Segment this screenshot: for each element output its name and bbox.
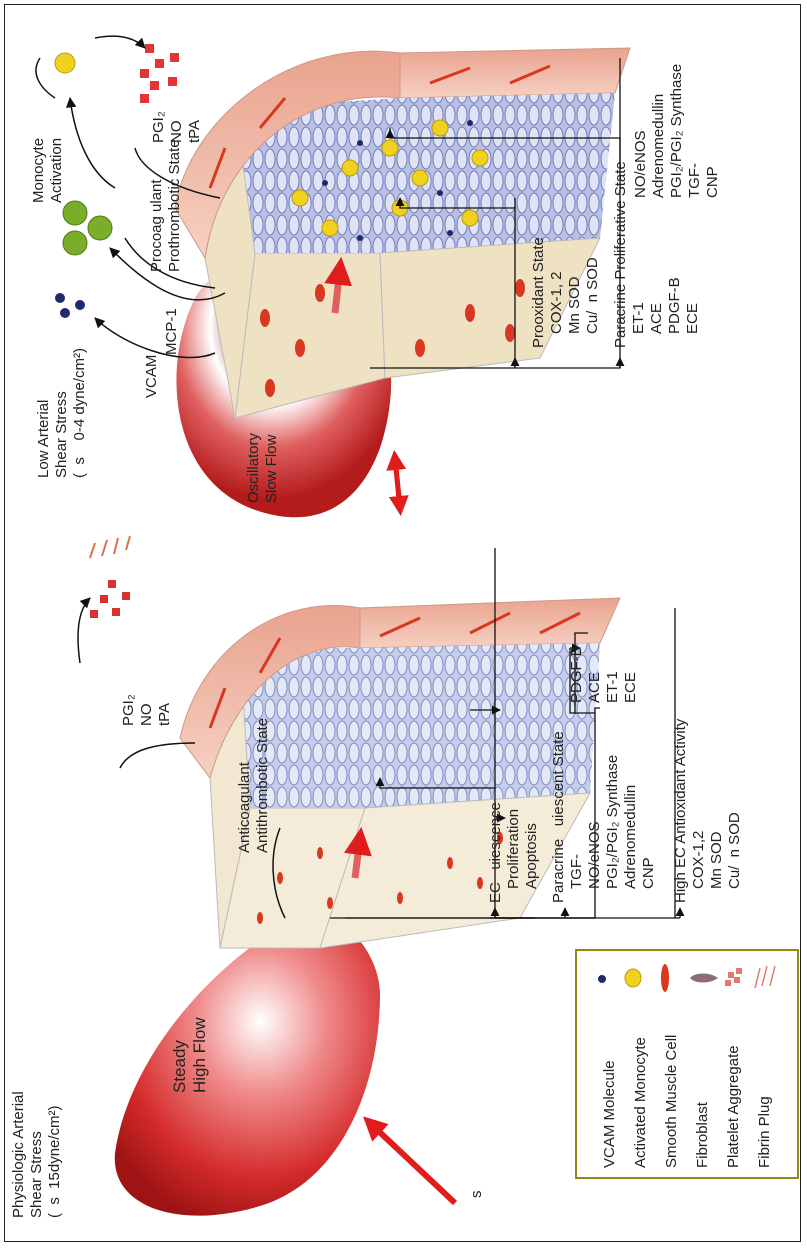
- monocyte-line2: Activation: [48, 138, 66, 203]
- left-paracrine-down-item: ET-1: [604, 646, 622, 703]
- right-released-labels: PGI₂ NO tPA: [150, 111, 204, 143]
- mcp1-label: MCP-1: [163, 308, 181, 355]
- procoagulant-label: Procoag ulant Prothrombotic State: [148, 139, 184, 272]
- right-flow-label-line2: Slow Flow: [263, 433, 281, 503]
- left-title: Physiologic Arterial Shear Stress ( s 15…: [10, 1091, 64, 1218]
- left-paracrine-up-item: Adrenomedullin: [622, 731, 640, 903]
- legend-label-fibroblast: Fibroblast: [687, 1035, 718, 1168]
- right-paracrine-down-list: NO/eNOS Adrenomedullin PGI₂/PGI₂ Synthas…: [632, 64, 722, 198]
- legend-labels: VCAM Molecule Activated Monocyte Smooth …: [594, 1035, 780, 1168]
- right-title-line2: Shear Stress: [53, 348, 71, 478]
- legend-label-smooth-muscle: Smooth Muscle Cell: [656, 1035, 687, 1168]
- right-pgi2-label: PGI₂: [150, 111, 168, 143]
- prooxidant-item: COX-1, 2: [548, 237, 566, 348]
- antioxidant-item: Cu/ n SOD: [726, 719, 744, 903]
- left-released-labels: PGI₂ NO tPA: [120, 694, 174, 726]
- right-paracrine-down-item: NO/eNOS: [632, 64, 650, 198]
- left-paracrine-up-item: NO/eNOS: [586, 731, 604, 903]
- right-paracrine-down-item: CNP: [704, 64, 722, 198]
- right-prooxidant: Prooxidant State COX-1, 2 Mn SOD Cu/ n S…: [530, 237, 602, 348]
- ec-quiescence-item: Proliferation: [505, 802, 523, 903]
- antioxidant-item: COX-1,2: [690, 719, 708, 903]
- left-paracrine-quiescent: Paracrine uiescent State TGF- NO/eNOS PG…: [550, 731, 658, 903]
- prooxidant-item: Cu/ n SOD: [584, 237, 602, 348]
- left-title-line3: ( s 15dyne/cm²): [46, 1091, 64, 1218]
- left-flow-ellipsoid: [115, 916, 380, 1215]
- left-title-line1: Physiologic Arterial: [10, 1091, 28, 1218]
- legend-label-monocyte: Activated Monocyte: [625, 1035, 656, 1168]
- ec-quiescence-heading: EC uiescence: [487, 802, 505, 903]
- left-paracrine-heading: Paracrine uiescent State: [550, 731, 568, 903]
- right-paracrine-down-item: TGF-: [686, 64, 704, 198]
- left-paracrine-down-item: PDGF-B: [568, 646, 586, 703]
- right-tpa-label: tPA: [186, 111, 204, 143]
- left-pgi2-label: PGI₂: [120, 694, 138, 726]
- right-flow-label-line1: Oscillatory: [245, 433, 263, 503]
- vcam-molecule-icon: [598, 975, 606, 983]
- procoag-line2: Prothrombotic State: [166, 139, 184, 272]
- right-paracrine-heading: Paracrine Proliferative State: [612, 161, 630, 348]
- vcam-label: VCAM: [143, 355, 161, 398]
- right-paracrine-down-item: PGI₂/PGI₂ Synthase: [668, 64, 686, 198]
- antioxidant-item: Mn SOD: [708, 719, 726, 903]
- antioxidant-heading: High EC Antioxidant Activity: [672, 719, 690, 903]
- right-oscillatory-arrow: [395, 458, 400, 508]
- left-flow-label-line2: High Flow: [190, 1017, 210, 1093]
- right-paracrine-down-item: Adrenomedullin: [650, 64, 668, 198]
- left-no-label: NO: [138, 694, 156, 726]
- monocyte-activation-label: Monocyte Activation: [30, 138, 66, 203]
- right-flow-label: Oscillatory Slow Flow: [245, 433, 281, 503]
- left-paracrine-up-item: CNP: [640, 731, 658, 903]
- left-antioxidant: High EC Antioxidant Activity COX-1,2 Mn …: [672, 719, 744, 903]
- prooxidant-item: Mn SOD: [566, 237, 584, 348]
- monocyte-line1: Monocyte: [30, 138, 48, 203]
- left-paracrine-up-item: TGF-: [568, 731, 586, 903]
- activated-monocyte-icon: [625, 969, 641, 987]
- right-title-line3: ( s 0-4 dyne/cm²): [71, 348, 89, 478]
- smooth-muscle-cell-icon: [661, 964, 669, 992]
- left-title-line2: Shear Stress: [28, 1091, 46, 1218]
- right-no-label: NO: [168, 111, 186, 143]
- right-title: Low Arterial Shear Stress ( s 0-4 dyne/c…: [35, 348, 89, 478]
- left-shear-arrow: [370, 1123, 455, 1203]
- left-state-label-line2: Antithrombotic State: [254, 718, 272, 853]
- ec-quiescence-item: Apoptosis: [523, 802, 541, 903]
- procoag-line1: Procoag ulant: [148, 139, 166, 272]
- left-flow-label-line1: Steady: [170, 1017, 190, 1093]
- legend-label-vcam: VCAM Molecule: [594, 1035, 625, 1168]
- left-paracrine-down-item: ACE: [586, 646, 604, 703]
- left-released-molecules: [90, 536, 130, 618]
- prooxidant-heading: Prooxidant State: [530, 237, 548, 348]
- left-flow-label: Steady High Flow: [170, 1017, 210, 1093]
- left-tpa-label: tPA: [156, 694, 174, 726]
- left-paracrine-down-list: PDGF-B ACE ET-1 ECE: [568, 646, 640, 703]
- right-released-molecules: [140, 44, 179, 103]
- left-paracrine-down-item: ECE: [622, 646, 640, 703]
- left-ec-quiescence: EC uiescence Proliferation Apoptosis: [487, 802, 541, 903]
- left-s-label: s: [468, 1191, 486, 1199]
- legend-label-platelet: Platelet Aggregate: [718, 1035, 749, 1168]
- legend-label-fibrin: Fibrin Plug: [749, 1035, 780, 1168]
- right-vessel-block: [175, 48, 630, 418]
- right-title-line1: Low Arterial: [35, 348, 53, 478]
- left-state-label: Anticoagulant Antithrombotic State: [236, 718, 272, 853]
- left-state-label-line1: Anticoagulant: [236, 718, 254, 853]
- left-paracrine-up-item: PGI₂/PGI₂ Synthase: [604, 731, 622, 903]
